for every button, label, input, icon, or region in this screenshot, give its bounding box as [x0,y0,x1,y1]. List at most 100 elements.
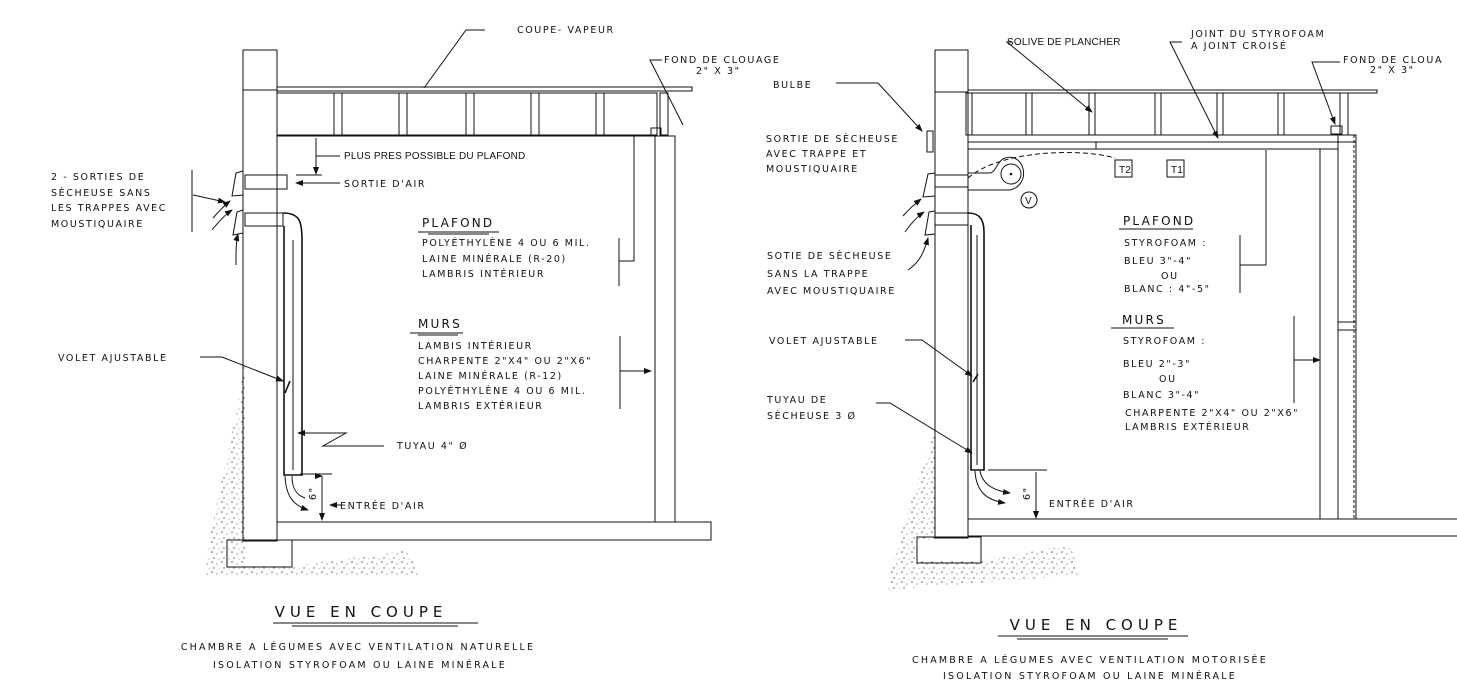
label-sotie-2: SANS LA TRAPPE [767,269,869,280]
label-fond-clouage-dim: 2" X 3" [1370,65,1415,76]
plafond-line-3: OU [1161,271,1179,282]
plafond-heading: PLAFOND [1123,214,1195,228]
label-sortie-3: MOUSTIQUAIRE [766,164,859,175]
left-section-drawing [205,49,712,575]
footing [916,536,982,564]
murs-line-3: OU [1159,374,1177,385]
wall-styrofoam [1319,148,1339,520]
earth-fill [888,430,1080,590]
label-sortie-2: AVEC TRAPPE ET [766,149,867,160]
fan-motor [1000,163,1022,185]
air-outlet-sleeve [244,174,288,190]
right-caption: VUE EN COUPE CHAMBRE A LÉGUMES AVEC VENT… [912,616,1268,682]
label-tuyau-1: TUYAU DE [766,395,827,406]
wall-cap-hatch [934,49,969,93]
thermostat-t2-box [1114,159,1133,178]
label-t1: T1 [1171,165,1183,176]
ceiling-styrofoam-upper [967,134,1357,143]
thermostat-t1-box [1166,159,1185,178]
murs-line-4: BLANC 3"-4" [1123,390,1200,401]
murs-line-4: POLYÉTHYLÈNE 4 OU 6 MIL. [418,385,587,397]
label-entree-air: ENTRÉE D'AIR [1049,498,1135,510]
plafond-heading: PLAFOND [422,216,494,230]
label-sotie-3: AVEC MOUSTIQUAIRE [767,286,896,297]
right-labels: SOLIVE DE PLANCHER JOINT DU STYROFOAM A … [766,29,1443,510]
earth-fill [205,360,420,575]
floor-slab [967,518,1457,537]
plafond-line-2: BLEU 3"-4" [1124,256,1192,267]
label-sorties-2: SÈCHEUSE SANS [51,187,151,199]
left-leaders [191,29,684,521]
left-labels: COUPE- VAPEUR FOND DE CLOUAGE 2" X 3" PL… [51,25,780,512]
plafond-line-1: STYROFOAM : [1124,238,1207,249]
murs-heading: MURS [418,317,462,331]
floor-joists [965,92,1349,136]
fan-housing [968,156,1025,191]
murs-line-1: STYROFOAM : [1123,336,1206,347]
label-sortie-1: SORTIE DE SÈCHEUSE [766,133,899,145]
murs-line-2: CHARPENTE 2"X4" OU 2"X6" [418,356,592,367]
label-fond-clouage: FOND DE CLOUAGE [664,55,780,66]
ceiling-joists [333,92,669,136]
label-coupe-vapeur: COUPE- VAPEUR [517,25,615,36]
label-six-inch: 6" [308,486,319,500]
label-six-inch: 6" [1022,486,1033,500]
bulb [926,130,934,153]
label-v: V [1025,196,1032,207]
right-wall-insulation [654,135,676,523]
floor-slab [276,521,712,541]
murs-line-1: LAMBIS INTÉRIEUR [418,340,533,352]
left-caption-line-2: ISOLATION STYROFOAM OU LAINE MINÉRALE [213,659,507,671]
murs-line-6: LAMBRIS EXTÉRIEUR [1125,421,1250,433]
inlet-sleeve [244,212,284,227]
ceiling-vapour-barrier [276,86,693,92]
right-caption-line-2: ISOLATION STYROFOAM OU LAINE MINÉRALE [943,670,1237,682]
murs-heading: MURS [1122,313,1166,327]
foundation-wall [242,89,278,542]
label-solive: SOLIVE DE PLANCHER [1007,37,1121,48]
label-t2: T2 [1119,165,1131,176]
nailing-strip [650,127,662,137]
label-fond-clouage: FOND DE CLOUA [1343,55,1443,66]
label-fond-clouage-dim: 2" X 3" [696,66,741,77]
label-tuyau-2: SÈCHEUSE 3 Ø [767,410,857,422]
plafond-line-2: LAINE MINÉRALE (R-20) [422,253,567,265]
inlet-sleeve [934,212,969,226]
right-section-drawing [888,49,1457,590]
murs-line-3: LAINE MINÉRALE (R-12) [418,370,563,382]
label-joint-1: JOINT DU STYROFOAM [1190,29,1325,40]
label-bulbe: BULBE [773,80,812,91]
murs-line-5: CHARPENTE 2"X4" OU 2"X6" [1125,408,1299,419]
label-tuyau: TUYAU 4" Ø [396,441,468,452]
label-volet: VOLET AJUSTABLE [769,336,879,347]
left-caption-line-1: CHAMBRE A LÉGUMES AVEC VENTILATION NATUR… [181,641,535,653]
right-caption-title: VUE EN COUPE [1010,616,1183,634]
intake-pipe [967,212,985,471]
label-joint-2: A JOINT CROISÉ [1191,40,1287,52]
label-sorties-4: MOUSTIQUAIRE [51,219,144,230]
label-plus-pres: PLUS PRES POSSIBLE DU PLAFOND [344,151,525,162]
nailing-strip [1330,125,1343,135]
label-sorties-3: LES TRAPPES AVEC [51,203,167,214]
ceiling-styrofoam-lower [967,141,1339,150]
right-caption-line-1: CHAMBRE A LÉGUMES AVEC VENTILATION MOTOR… [912,654,1268,666]
exhaust-sleeve [934,174,969,188]
label-sorties-1: 2 - SORTIES DE [51,172,145,183]
dryer-hood-lower [924,210,936,236]
plafond-line-3: LAMBRIS INTÉRIEUR [422,268,545,280]
murs-line-5: LAMBRIS EXTÉRIEUR [418,400,543,412]
fan-v-marker [1020,191,1038,209]
dryer-hood-upper [231,170,244,197]
label-entree-air: ENTRÉE D'AIR [340,500,426,512]
dryer-hood-lower [232,209,244,236]
plafond-line-4: BLANC : 4"-5" [1124,284,1211,295]
subfloor [967,89,1378,94]
wall-blocking [1337,321,1357,331]
footing [226,539,293,568]
label-sortie-air: SORTIE D'AIR [344,179,426,190]
murs-line-2: BLEU 2"-3" [1123,359,1191,370]
label-volet: VOLET AJUSTABLE [58,353,168,364]
dryer-hood-upper [922,172,936,198]
label-sotie-1: SOTIE DE SÈCHEUSE [767,250,892,262]
